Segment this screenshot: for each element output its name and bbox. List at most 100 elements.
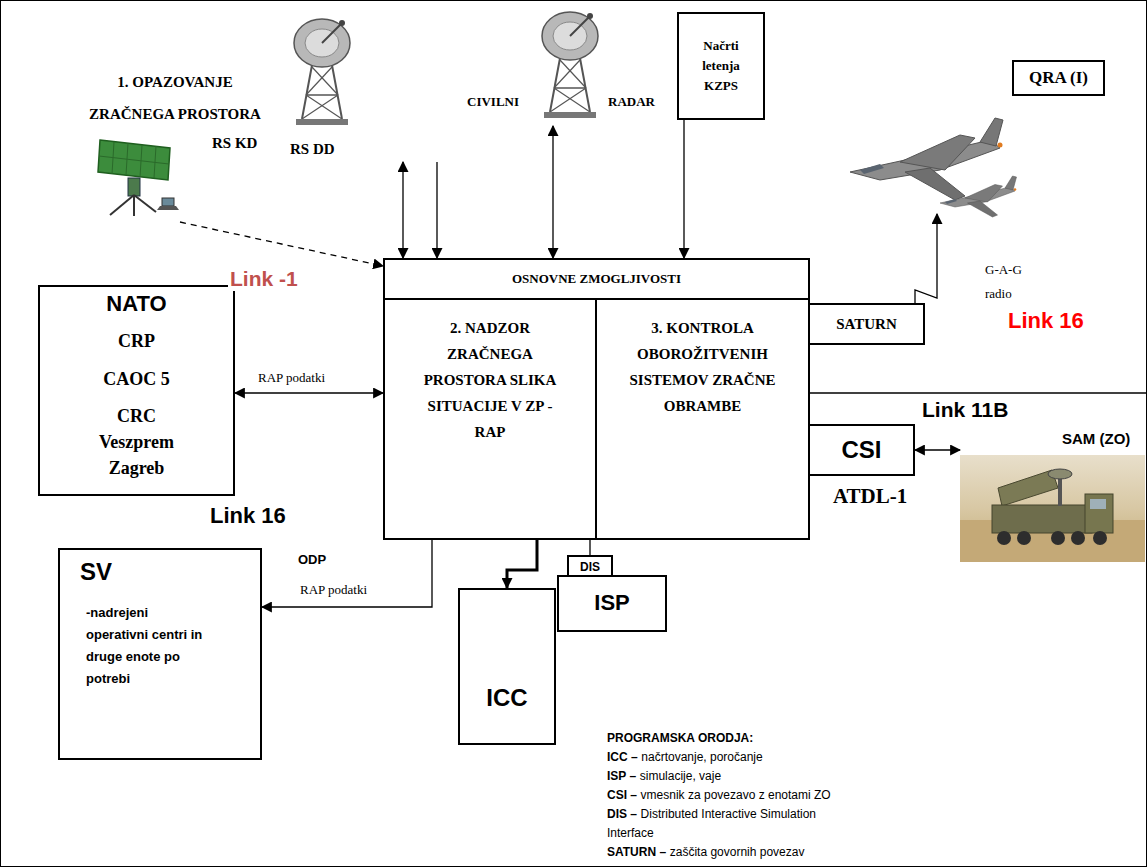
connector bbox=[436, 162, 437, 258]
array-radar-icon bbox=[157, 206, 179, 210]
dish-radar-icon bbox=[294, 19, 350, 125]
node-text: RS DD bbox=[290, 140, 335, 158]
node-text: ISP bbox=[594, 590, 629, 616]
sam-vehicle-photo bbox=[997, 531, 1011, 545]
sam-vehicle-photo bbox=[1071, 531, 1085, 545]
dish-radar-icon bbox=[542, 12, 598, 118]
node-text: RS KD bbox=[212, 134, 257, 152]
annotation-label: ODP bbox=[298, 552, 326, 568]
command-box: SV -nadrejeni operativni centri in druge … bbox=[58, 548, 262, 760]
array-radar-icon bbox=[98, 140, 170, 180]
key-term: ISP – bbox=[607, 769, 636, 783]
key-term: DIS – bbox=[607, 807, 637, 821]
array-radar-icon bbox=[133, 195, 135, 216]
sam-vehicle-photo bbox=[1017, 531, 1031, 545]
process-box: Načrti letenja KZPS bbox=[677, 12, 765, 120]
sam-vehicle-photo bbox=[992, 505, 1092, 533]
link-label: Link 11B bbox=[920, 397, 1010, 422]
node-text: 2. NADZOR ZRAČNEGA PROSTORA SLIKA SITUAC… bbox=[420, 315, 560, 445]
node-text: CAOC 5 bbox=[103, 369, 170, 391]
key-row: CSI – vmesnik za povezavo z enotami ZO bbox=[607, 786, 831, 805]
connector bbox=[402, 162, 403, 258]
key-row: DIS –Distributed Interactive Simulation … bbox=[607, 805, 857, 843]
annotation-label: G-A-G radio bbox=[985, 258, 1035, 306]
capability-column: 3. KONTROLA OBOROŽITVENIH SISTEMOV ZRAČN… bbox=[597, 300, 808, 538]
system-box: OSNOVNE ZMOGLJIVOSTI 2. NADZOR ZRAČNEGA P… bbox=[383, 258, 810, 540]
node-text: SAM (ZO) bbox=[1060, 430, 1132, 448]
key-term: ICC – bbox=[607, 750, 638, 764]
key-description: vmesnik za povezavo z enotami ZO bbox=[641, 788, 831, 802]
node-text: OSNOVNE ZMOGLJIVOSTI bbox=[512, 271, 681, 287]
radio-link-arrow bbox=[915, 214, 937, 303]
weapon-unit: SAM (ZO) bbox=[960, 426, 1145, 562]
key-row: ICC –načrtovanje, poročanje bbox=[607, 748, 763, 767]
node-text: Načrti letenja KZPS bbox=[690, 36, 752, 96]
sam-vehicle-photo bbox=[960, 455, 1145, 562]
interface-box: CSI bbox=[808, 424, 915, 476]
header-band: OSNOVNE ZMOGLJIVOSTI bbox=[385, 260, 808, 300]
connector bbox=[507, 540, 537, 588]
node-text: CIVILNI bbox=[467, 94, 519, 110]
key-row: ISP – simulacije, vaje bbox=[607, 767, 721, 786]
node-text: ICC bbox=[486, 684, 527, 713]
node-text: RADAR bbox=[608, 94, 655, 110]
connector bbox=[235, 392, 383, 393]
array-radar-icon bbox=[134, 195, 156, 212]
sam-vehicle-photo bbox=[1048, 469, 1072, 479]
key-description: načrtovanje, poročanje bbox=[641, 750, 762, 764]
tool-box: ICC bbox=[458, 588, 556, 745]
array-radar-icon bbox=[162, 198, 174, 206]
connector bbox=[180, 222, 383, 266]
node-text: QRA (I) bbox=[1029, 68, 1088, 88]
node-text: CRC Veszprem Zagreb bbox=[82, 403, 192, 481]
interface-box: SATURN bbox=[808, 303, 925, 345]
key-row: PROGRAMSKA ORODJA: bbox=[607, 729, 753, 748]
capability-column: 2. NADZOR ZRAČNEGA PROSTORA SLIKA SITUAC… bbox=[385, 300, 597, 538]
node-text: SATURN bbox=[836, 315, 897, 333]
sam-vehicle-photo bbox=[1058, 476, 1062, 506]
divider-line bbox=[810, 392, 1147, 393]
fighter-aircraft bbox=[850, 118, 1003, 200]
node-text: DIS bbox=[580, 560, 600, 574]
array-radar-icon bbox=[110, 195, 134, 215]
connector bbox=[552, 126, 553, 258]
node-text: CSI bbox=[841, 436, 881, 465]
process-box: QRA (I) bbox=[1012, 60, 1105, 96]
key-description: simulacije, vaje bbox=[640, 769, 721, 783]
link-label: Link -1 bbox=[228, 266, 300, 291]
key-description: Distributed Interactive Simulation Inter… bbox=[607, 807, 816, 840]
key-term: PROGRAMSKA ORODJA: bbox=[607, 731, 753, 745]
fighter-aircraft bbox=[940, 176, 1017, 217]
link-label: RAP podatki bbox=[256, 370, 327, 386]
fighter-aircraft bbox=[850, 118, 1017, 217]
annotation-label: Link 16 bbox=[1008, 308, 1084, 334]
sam-vehicle-photo bbox=[960, 455, 1145, 562]
annotation-label: ATDL-1 bbox=[833, 484, 907, 509]
node-text: -nadrejeni operativni centri in druge en… bbox=[86, 602, 211, 690]
link-label: RAP podatki bbox=[298, 582, 369, 598]
sam-vehicle-photo bbox=[1090, 499, 1106, 509]
annotation-label: Link 16 bbox=[210, 503, 286, 529]
key-term: CSI – bbox=[607, 788, 637, 802]
key-description: zaščita govornih povezav bbox=[670, 845, 805, 859]
key-row: SATURN –zaščita govornih povezav bbox=[607, 843, 804, 862]
radar-station: RS DD bbox=[280, 10, 450, 162]
sam-vehicle-photo bbox=[1093, 531, 1107, 545]
node-text: SV bbox=[80, 558, 112, 587]
node-text: CRP bbox=[118, 331, 155, 353]
array-radar-icon bbox=[128, 178, 140, 196]
array-radar-icon bbox=[98, 140, 179, 216]
connector bbox=[915, 449, 960, 450]
sam-vehicle-photo bbox=[1051, 531, 1065, 545]
node-text: NATO bbox=[106, 291, 166, 317]
node-text: 3. KONTROLA OBOROŽITVENIH SISTEMOV ZRAČN… bbox=[628, 315, 778, 419]
node-text: 1. OPAZOVANJE ZRAČNEGA PROSTORA bbox=[75, 66, 275, 130]
organisation-box: NATO CRP CAOC 5 CRC Veszprem Zagreb bbox=[38, 285, 235, 496]
array-radar-icon bbox=[99, 156, 169, 164]
radar-station: 1. OPAZOVANJE ZRAČNEGA PROSTORA RS KD bbox=[55, 62, 295, 222]
connector bbox=[589, 540, 590, 555]
radar-station: CIVILNI RADAR bbox=[465, 8, 665, 126]
connector bbox=[262, 540, 432, 607]
connector bbox=[683, 120, 684, 258]
